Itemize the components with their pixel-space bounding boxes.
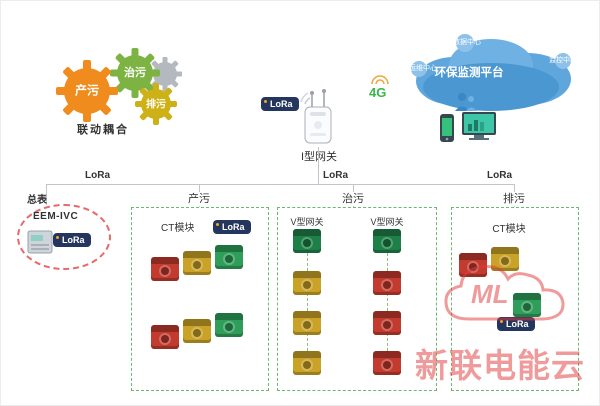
ct-module-red: [151, 257, 179, 281]
meter-group-ellipse: [17, 204, 111, 270]
ct-module-green: [215, 313, 243, 337]
meter-drop-line: [46, 184, 47, 205]
bus-lora-left-label: LoRa: [85, 170, 110, 181]
gear-treat-label: 治污: [124, 67, 146, 79]
gateway-label: I型网关: [300, 151, 338, 163]
gateway-device-icon: [300, 89, 332, 144]
gateway-drop-line: [318, 147, 319, 184]
cloud-node-monitor-center: 监控中心: [549, 57, 577, 64]
gateway-lora-badge: LoRa: [261, 97, 299, 111]
v-gateway-right-label: V型网关: [370, 217, 404, 227]
zone-discharge-lora-badge: LoRa: [497, 317, 535, 331]
gear-gray-icon: [148, 57, 182, 91]
ct-module-yellow: [293, 311, 321, 335]
gear-discharge-label: 排污: [146, 99, 166, 111]
ct-module-red: [373, 351, 401, 375]
meter-tag-label: 总表: [27, 195, 47, 206]
meter-model-label: EEM-IVC: [33, 211, 79, 222]
gear-produce-icon: [56, 60, 118, 122]
zone-produce-module-label: CT模块: [161, 223, 195, 234]
ct-module-green: [215, 245, 243, 269]
phone-icon: [440, 114, 454, 142]
signal-arcs-icon: [371, 75, 389, 85]
ct-module-yellow: [293, 351, 321, 375]
ct-module-red: [459, 253, 487, 277]
ct-module-red: [151, 325, 179, 349]
cloud-platform-icon: [411, 34, 571, 111]
zone-discharge-title: 排污: [498, 192, 530, 206]
bus-lora-right-label: LoRa: [487, 170, 512, 181]
ct-module-yellow: [293, 271, 321, 295]
ct-module-yellow: [183, 319, 211, 343]
energy-meter-icon: [27, 230, 53, 254]
cloud-node-ops-center: 运维中心: [409, 65, 437, 72]
monitor-icon: [462, 112, 496, 140]
zone-produce-title: 产污: [183, 192, 215, 206]
ct-module-yellow: [183, 251, 211, 275]
users-icon: [455, 93, 477, 111]
gear-discharge-icon: [135, 83, 177, 125]
v-gateway-left-label: V型网关: [290, 217, 324, 227]
ct-module-green: [513, 293, 541, 317]
zone-discharge-module-label: CT模块: [492, 224, 526, 235]
cloud-node-data-center: 数据中心: [453, 39, 481, 46]
zone-treat-title: 治污: [337, 192, 369, 206]
zone-produce-box: [131, 207, 269, 391]
lora-bus-line: [46, 184, 514, 185]
bus-lora-middle-label: LoRa: [323, 170, 348, 181]
ct-module-red: [373, 271, 401, 295]
v-gateway-right-device: [373, 229, 401, 253]
meter-lora-badge: LoRa: [53, 233, 91, 247]
cloud-title: 环保监测平台: [434, 67, 504, 79]
v-gateway-left-device: [293, 229, 321, 253]
zone-produce-lora-badge: LoRa: [213, 220, 251, 234]
network-4g-label: 4G: [369, 85, 387, 100]
ct-module-yellow: [491, 247, 519, 271]
gear-caption: 联动耦合: [77, 124, 129, 136]
zone-treat-box: [277, 207, 437, 391]
gear-produce-label: 产污: [74, 83, 100, 98]
ct-module-red: [373, 311, 401, 335]
